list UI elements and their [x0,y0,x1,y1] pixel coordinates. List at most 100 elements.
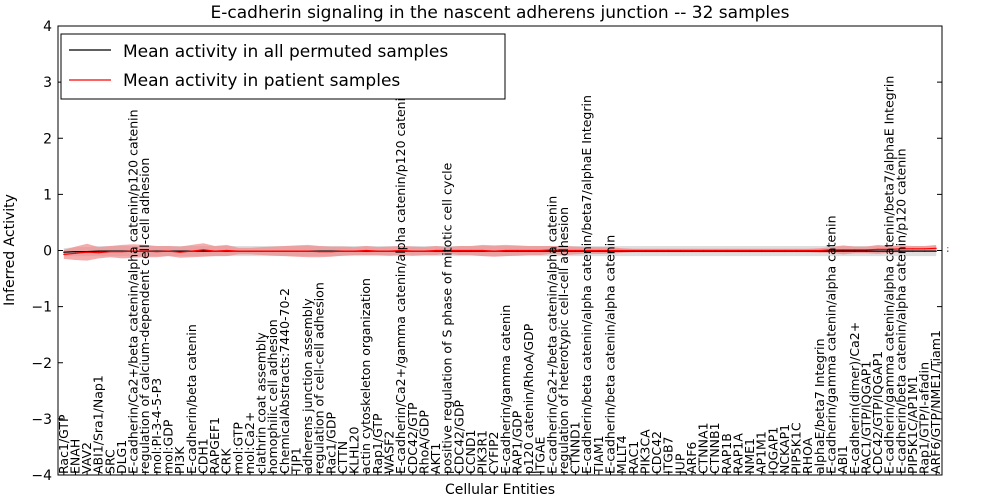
x-tick-label: E-cadherin/beta catenin/alpha catenin [603,235,618,474]
point-series-1 [109,251,111,253]
point-series-1 [528,249,530,252]
x-tick-label: RhoA/GDP [416,410,431,474]
point-series-1 [912,248,914,250]
point-series-1 [458,249,460,252]
point-series-1 [226,249,228,252]
point-series-1 [947,247,949,249]
x-tick-label: DLG1 [114,440,129,474]
point-series-0 [877,250,879,252]
point-series-1 [377,250,379,252]
x-tick-label: IQGAP1 [765,427,780,474]
point-series-0 [935,250,937,252]
band-series-1 [63,243,937,261]
point-series-1 [388,250,391,252]
point-series-1 [865,249,868,251]
point-series-1 [609,249,612,252]
x-tick-label: NME1 [742,438,757,474]
point-series-1 [365,249,367,252]
point-series-0 [179,250,181,252]
point-series-1 [133,250,135,252]
point-series-1 [482,249,484,252]
x-tick-label: mol:PI-3-4-5-P3 [149,378,164,474]
point-series-0 [202,250,204,252]
x-tick-label: regulation of heterotypic cell-cell adhe… [556,207,571,474]
y-tick-label: 0 [43,244,52,260]
point-series-1 [354,250,356,252]
point-series-1 [830,249,833,251]
point-series-1 [412,250,414,252]
x-tick-label: mol:GTP [230,422,245,474]
y-tick-label: 3 [43,75,52,91]
point-series-1 [167,250,170,252]
point-series-1 [772,249,774,252]
x-tick-label: RAP1B [719,433,734,474]
x-tick-label: p120 catenin/RhoA/GDP [521,323,536,474]
point-series-0 [865,250,868,252]
plot-frame [57,25,943,476]
point-series-1 [214,250,216,252]
x-axis-label: Cellular Entities [445,482,555,498]
point-series-1 [330,251,332,253]
point-series-1 [621,249,623,252]
x-tick-label: CDC42/GDP [451,400,466,475]
x-tick-label: E-cadherin/Ca2+/beta catenin/alpha caten… [126,109,141,474]
x-tick-label: RAC1/GTP/IQGAP1 [858,361,873,474]
point-series-1 [284,250,286,252]
y-tick-label: −1 [31,300,52,316]
x-tick-label: E-cadherin/gamma catenin/alpha catenin [824,215,839,474]
x-tick-label: MLLT4 [614,435,629,474]
point-series-1 [575,249,577,252]
point-series-0 [947,250,949,252]
x-tick-label: CDC42/GTP/IQGAP1 [870,351,885,474]
point-series-1 [900,248,902,250]
line-series-1 [63,247,937,255]
x-tick-label: E-cadherin/Ca2+/gamma catenin/alpha cate… [393,90,408,474]
point-series-0 [854,250,856,252]
x-tick-label: E-cadherin(dimer)/Ca2+ [847,322,862,474]
y-tick-label: 1 [43,187,52,203]
point-series-1 [819,249,821,252]
point-series-1 [737,249,740,252]
point-series-1 [679,249,681,252]
x-tick-label: clathrin coat assembly [254,332,269,474]
y-tick-label: 2 [43,131,52,147]
point-series-1 [144,250,146,252]
x-tick-label: AKT1 [428,443,443,474]
x-tick-label: ITGAE [533,436,548,474]
x-tick-label: JUP [672,453,687,475]
point-series-1 [447,249,449,252]
point-series-1 [295,250,297,252]
point-series-1 [516,249,519,252]
x-tick-label: RAPGEF1 [207,417,222,474]
point-series-0 [830,250,833,252]
point-series-1 [807,249,809,252]
x-tick-label: regulation of calcium-dependent cell-cel… [137,158,152,474]
x-tick-label: WASF2 [382,431,397,474]
x-tick-label: CTTN [335,441,350,474]
x-tick-label: CTNND1 [568,421,583,474]
point-series-1 [586,249,588,252]
x-tick-label: mol:GDP [161,419,176,474]
point-series-1 [924,248,926,250]
point-series-0 [551,250,553,252]
point-series-0 [63,251,65,253]
y-axis-label: Inferred Activity [2,194,18,306]
point-series-1 [272,250,274,252]
x-tick-label: ITGB7 [661,436,676,474]
x-tick-label: ARF6 [684,442,699,474]
legend-label-patient: Mean activity in patient samples [123,71,400,91]
point-series-1 [505,249,507,252]
x-tick-label: Rac1/GDP [323,412,338,474]
point-series-1 [319,251,321,253]
point-series-1 [249,250,251,252]
x-tick-label: KLHL20 [347,427,362,474]
x-tick-label: alphaE/beta7 Integrin [812,338,827,474]
x-tick-label: ARF6/GTP/NME1/Tiam1 [928,330,943,474]
x-tick-label: RHOA [800,437,815,474]
point-series-1 [98,252,100,254]
point-series-1 [400,249,402,252]
x-tick-label: ChemicalAbstracts:7440-70-2 [277,288,292,474]
point-series-1 [668,249,670,252]
x-tick-label: E-cadherin/beta catenin/alpha catenin/p1… [893,148,908,474]
